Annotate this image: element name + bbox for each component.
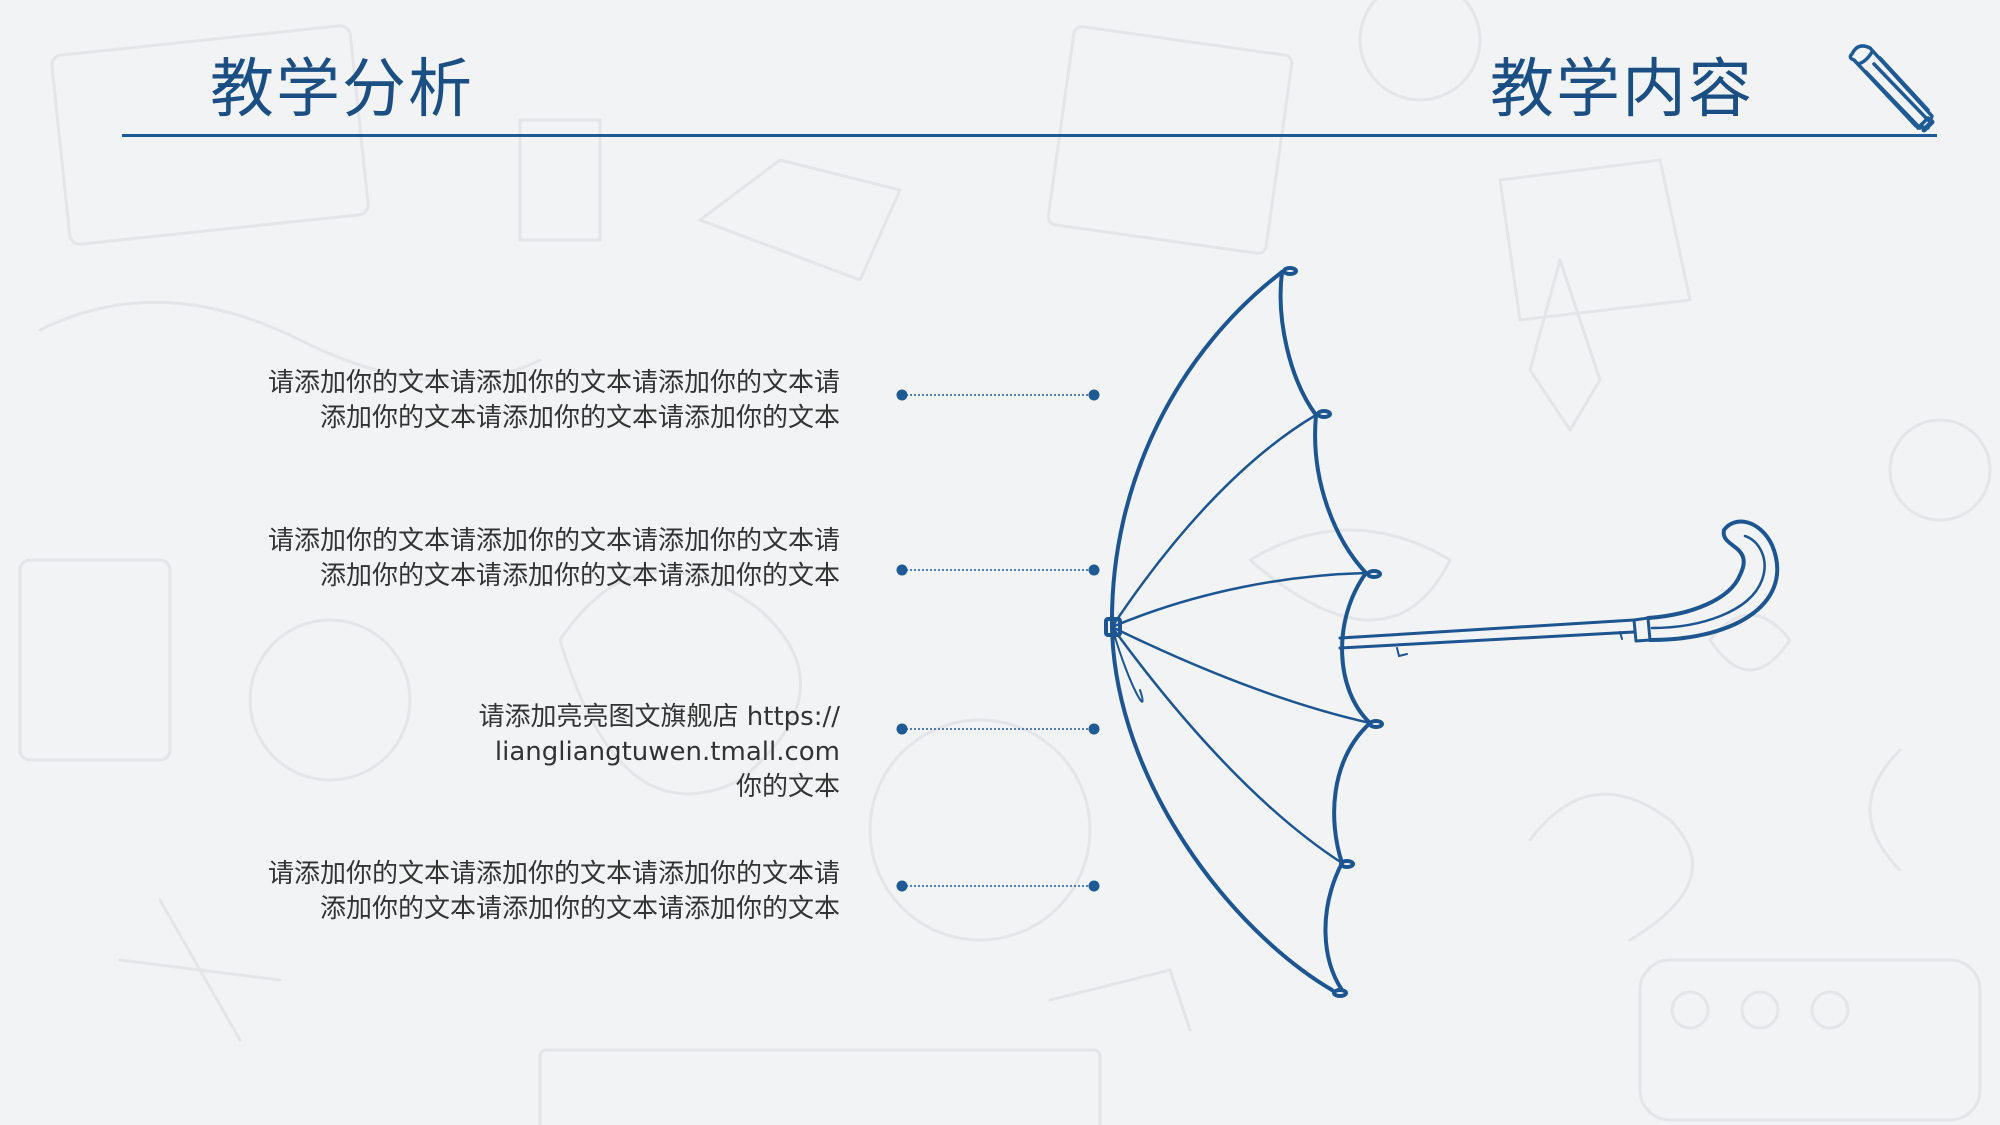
connector-line-4 [896,880,1100,892]
text-item-3-line1: 请添加亮亮图文旗舰店 https:// [478,702,840,732]
page-title-right: 教学内容 [1490,53,1754,127]
text-item-2-line1: 请添加你的文本请添加你的文本请添加你的文本请 [267,526,840,556]
connector-line-1 [896,389,1100,401]
pencil-icon [1848,44,1935,133]
text-item-1-line2: 添加你的文本请添加你的文本请添加你的文本 [319,403,840,433]
connector-line-2 [896,564,1100,576]
text-item-4-line1: 请添加你的文本请添加你的文本请添加你的文本请 [267,859,840,889]
text-item-1-line1: 请添加你的文本请添加你的文本请添加你的文本请 [267,368,840,398]
page-title-left: 教学分析 [210,53,474,127]
text-item-4: 请添加你的文本请添加你的文本请添加你的文本请 添加你的文本请添加你的文本请添加你… [160,857,840,927]
connector-line-3 [896,723,1100,735]
text-item-1: 请添加你的文本请添加你的文本请添加你的文本请 添加你的文本请添加你的文本请添加你… [160,366,840,436]
header-divider [122,134,1937,137]
text-item-2-line2: 添加你的文本请添加你的文本请添加你的文本 [319,561,840,591]
text-item-3-line3: 你的文本 [735,772,840,802]
text-item-4-line2: 添加你的文本请添加你的文本请添加你的文本 [319,894,840,924]
umbrella-icon [1104,266,1780,998]
text-item-3-line2: liangliangtuwen.tmall.com [494,737,840,767]
text-item-2: 请添加你的文本请添加你的文本请添加你的文本请 添加你的文本请添加你的文本请添加你… [160,524,840,594]
text-item-3: 请添加亮亮图文旗舰店 https:// liangliangtuwen.tmal… [160,700,840,805]
